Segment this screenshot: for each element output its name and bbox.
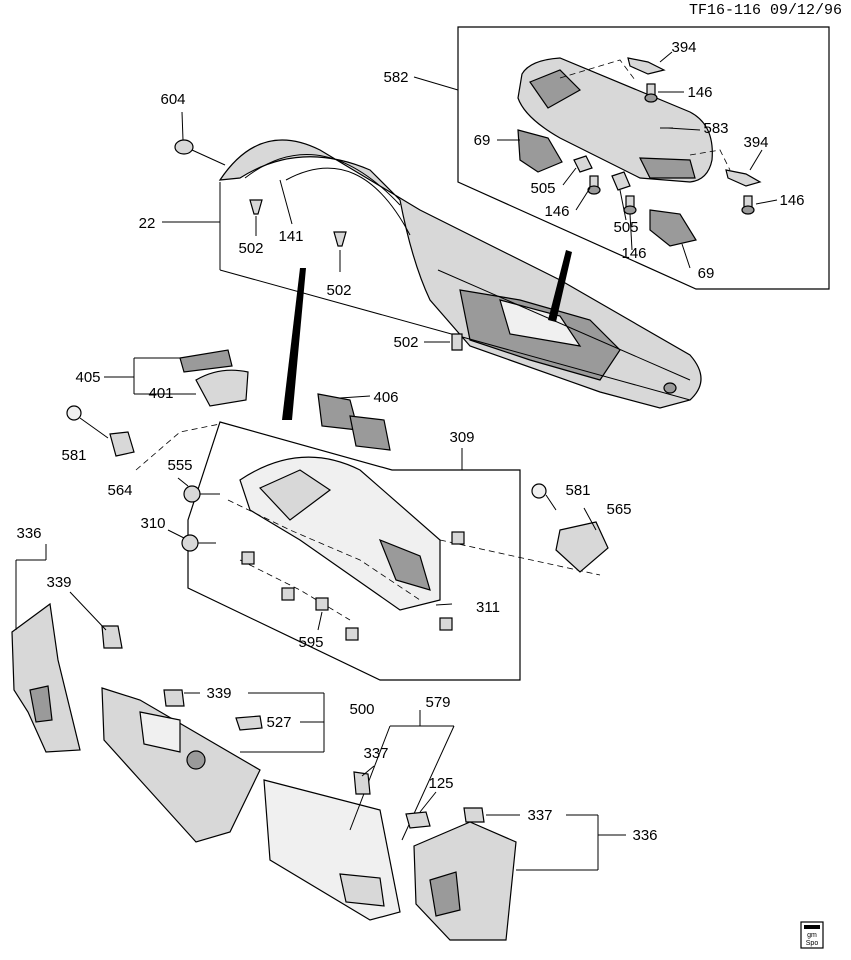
explode-arrow-a — [282, 268, 306, 420]
callout-311: 311 — [476, 599, 500, 616]
clips-595 — [241, 531, 465, 641]
callout-309: 309 — [449, 429, 474, 446]
vent-405-401 — [104, 349, 249, 407]
callout-502-b: 502 — [326, 282, 351, 299]
callout-583: 583 — [703, 120, 728, 137]
callout-146-c: 146 — [779, 192, 804, 209]
callout-69-a: 69 — [474, 132, 491, 149]
fastener-337-a — [353, 765, 375, 795]
callout-394-a: 394 — [671, 39, 696, 56]
gm-spo-logo: gm Spo — [800, 921, 824, 949]
carrier-box-309 — [135, 421, 601, 681]
end-panel-336-left — [11, 544, 81, 753]
callout-565: 565 — [606, 501, 631, 518]
end-panel-336-right — [413, 814, 626, 941]
fastener-339-a — [69, 591, 123, 649]
knee-bolster-500 — [101, 687, 325, 843]
inset-box-582 — [413, 26, 830, 290]
screw-581-a — [66, 405, 82, 421]
callout-581-a: 581 — [61, 447, 86, 464]
callout-581-b: 581 — [565, 482, 590, 499]
callout-502-c: 502 — [393, 334, 418, 351]
svg-text:gm: gm — [807, 932, 817, 939]
explode-arrow-b — [548, 250, 572, 322]
callout-401: 401 — [148, 385, 173, 402]
clip-564 — [109, 431, 135, 457]
callout-337-b: 337 — [527, 807, 552, 824]
callout-505-a: 505 — [530, 180, 555, 197]
drawing-id: TF16-116 09/12/96 — [689, 2, 842, 19]
callout-394-b: 394 — [743, 134, 768, 151]
callout-582: 582 — [383, 69, 408, 86]
svg-text:Spo: Spo — [806, 940, 819, 947]
callout-69-b: 69 — [698, 265, 715, 282]
callout-604: 604 — [160, 91, 185, 108]
callout-310: 310 — [140, 515, 165, 532]
callout-337-a: 337 — [363, 745, 388, 762]
clip-502-b — [333, 231, 347, 247]
callout-146-a: 146 — [687, 84, 712, 101]
callout-579: 579 — [425, 694, 450, 711]
clip-502-a — [249, 199, 263, 215]
callout-406: 406 — [373, 389, 398, 406]
clip-125 — [405, 811, 431, 829]
screw-310 — [167, 529, 216, 552]
callout-336-b: 336 — [632, 827, 657, 844]
callout-555: 555 — [167, 457, 192, 474]
callout-141: 141 — [278, 228, 303, 245]
screw-555 — [177, 477, 220, 503]
clip-502-c — [451, 333, 463, 351]
callout-336-a: 336 — [16, 525, 41, 542]
grommet-604 — [174, 111, 226, 166]
fastener-339-b — [163, 689, 200, 707]
callout-339-b: 339 — [206, 685, 231, 702]
switch-565 — [555, 521, 609, 573]
callout-595: 595 — [298, 634, 323, 651]
callout-405: 405 — [75, 369, 100, 386]
callout-125: 125 — [428, 775, 453, 792]
callout-339-a: 339 — [46, 574, 71, 591]
callout-502-a: 502 — [238, 240, 263, 257]
instrument-panel-pad-22 — [218, 139, 702, 409]
callout-505-b: 505 — [613, 219, 638, 236]
fastener-337-b — [463, 807, 520, 823]
callout-500: 500 — [349, 701, 374, 718]
callout-22: 22 — [139, 215, 156, 232]
callout-527: 527 — [266, 714, 291, 731]
vent-406-b — [349, 415, 391, 451]
callout-146-d: 146 — [621, 245, 646, 262]
callout-564: 564 — [107, 482, 132, 499]
callout-146-b: 146 — [544, 203, 569, 220]
glove-box-579 — [263, 710, 455, 921]
screw-581-b — [531, 483, 547, 499]
